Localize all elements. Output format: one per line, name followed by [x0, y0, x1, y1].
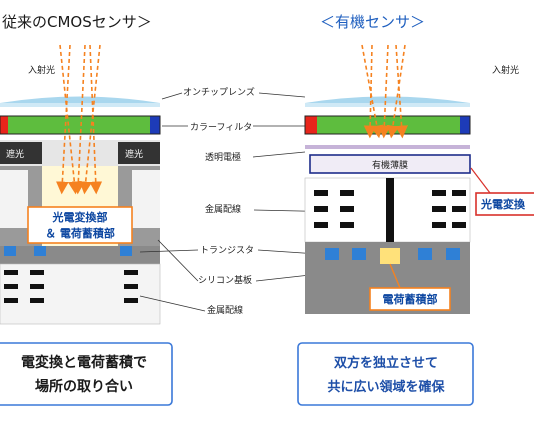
right-storage-node	[380, 248, 400, 264]
right-on-chip-lens	[305, 96, 470, 103]
right-filter-red	[305, 116, 317, 134]
left-metal-3	[4, 284, 18, 289]
left-incident-light-label: 入射光	[28, 64, 55, 76]
left-transistor-3	[120, 246, 132, 256]
left-caption-box	[0, 342, 173, 406]
right-filter-blue	[460, 116, 470, 134]
label-transparent-electrode: 透明電極	[205, 151, 241, 163]
left-metal-1	[4, 270, 18, 275]
left-title: 従来のCMOSセンサ＞	[2, 13, 152, 31]
left-transistor-layer	[0, 246, 160, 264]
right-metal-11	[432, 222, 446, 228]
left-metal-5	[4, 298, 18, 303]
left-metal-7	[124, 270, 138, 275]
right-metal-12	[452, 222, 466, 228]
right-caption-box	[297, 342, 474, 406]
left-lens-base	[0, 103, 160, 107]
left-photodiode-line2: ＆ 電荷蓄積部	[45, 226, 115, 240]
right-sensor: 入射光 有機薄膜	[304, 44, 534, 314]
left-metal-2	[30, 270, 44, 275]
left-wiring-column-right	[132, 170, 160, 228]
left-filter-blue	[150, 116, 160, 134]
left-metal-8	[124, 284, 138, 289]
right-storage-callout-box	[369, 287, 451, 311]
left-transistor-2	[34, 246, 46, 256]
right-caption: 双方を独立させて 共に広い領域を確保	[297, 342, 474, 406]
right-metal-6	[340, 222, 354, 228]
right-incident-light-label: 入射光	[492, 64, 519, 76]
right-shade-block	[118, 142, 160, 164]
left-caption: 電変換と電荷蓄積で 場所の取り合い	[0, 342, 173, 406]
right-organic-film-label: 有機薄膜	[372, 159, 408, 171]
left-sensor: 入射光 遮光 遮光	[0, 44, 161, 325]
right-transistor-4	[446, 248, 460, 260]
right-via	[386, 178, 394, 242]
right-caption-line1: 双方を独立させて	[334, 355, 438, 371]
left-filter-border	[0, 115, 161, 135]
label-metal-wiring-2: 金属配線	[207, 304, 243, 316]
left-metal-4	[30, 284, 44, 289]
left-light-rays	[55, 44, 103, 195]
left-caption-line2: 場所の取り合い	[35, 378, 133, 395]
left-photodiode-box	[27, 206, 133, 244]
right-transistor-2	[352, 248, 366, 260]
right-storage-callout-label: 電荷蓄積部	[383, 292, 438, 306]
right-title: ＜有機センサ＞	[320, 13, 425, 31]
left-on-chip-lens	[0, 96, 160, 103]
right-metal-10	[452, 206, 466, 212]
right-metal-5	[314, 222, 328, 228]
label-metal-wiring: 金属配線	[205, 203, 241, 215]
left-shade-label: 遮光	[6, 148, 24, 160]
right-filter-green	[317, 116, 460, 134]
right-metal-3	[314, 206, 328, 212]
label-silicon-substrate: シリコン基板	[198, 274, 252, 286]
left-transistor-1	[4, 246, 16, 256]
right-lens-base	[305, 103, 470, 107]
left-metal-9	[124, 298, 138, 303]
right-storage-callout-line	[389, 263, 401, 289]
right-light-rays	[361, 44, 408, 139]
label-on-chip-lens: オンチップレンズ	[183, 86, 255, 98]
right-pd-callout-line	[470, 167, 491, 194]
right-pd-callout-label: 光電変換	[480, 197, 526, 211]
left-photodiode-line1: 光電変換部	[52, 210, 108, 224]
right-transistor-3	[418, 248, 432, 260]
right-metal-7	[432, 190, 446, 196]
right-organic-film	[309, 154, 471, 174]
label-color-filter: カラーフィルタ	[190, 122, 252, 133]
right-shade-label: 遮光	[125, 148, 143, 160]
right-metal-1	[314, 190, 328, 196]
left-caption-line1: 電変換と電荷蓄積で	[21, 354, 147, 371]
right-transparent-electrode	[305, 145, 470, 149]
right-caption-line2: 共に広い領域を確保	[327, 379, 445, 395]
right-pd-callout-box	[475, 192, 534, 216]
right-metal-9	[432, 206, 446, 212]
left-shade-block	[0, 142, 42, 164]
left-metal-6	[30, 298, 44, 303]
right-metal-8	[452, 190, 466, 196]
right-transistor-1	[325, 248, 339, 260]
left-wiring-column-left	[0, 170, 28, 228]
label-transistor: トランジスタ	[200, 245, 254, 256]
right-metal-2	[340, 190, 354, 196]
left-filter-green	[8, 116, 150, 134]
left-filter-red	[0, 116, 8, 134]
right-metal-4	[340, 206, 354, 212]
